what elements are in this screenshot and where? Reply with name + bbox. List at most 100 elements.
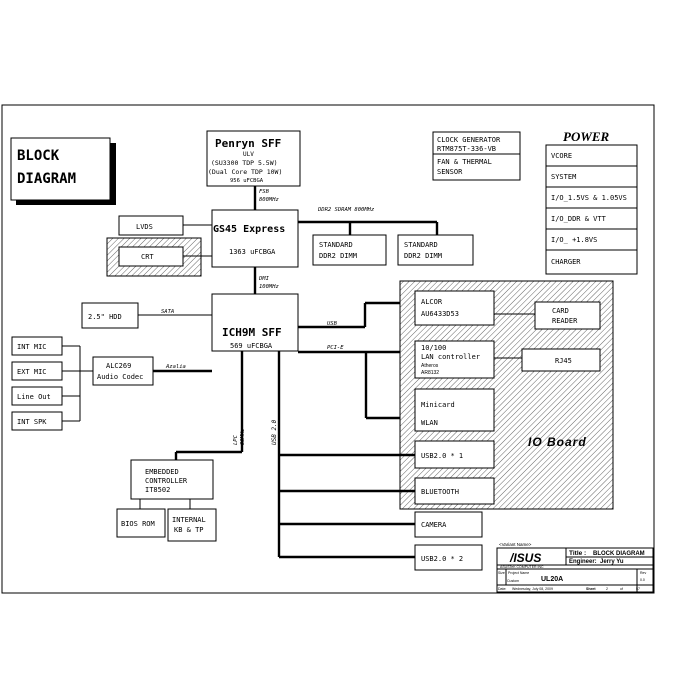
engineer-value: Jerry Yu [600, 559, 624, 565]
rj45-block: RJ45 [521, 348, 601, 372]
card-reader-line1: CARD [552, 307, 569, 315]
ddr-bus-label: DDR2 SDRAM 800MHz [317, 207, 375, 213]
ich-name: ICH9M SFF [222, 326, 282, 339]
title-label: Title : [569, 550, 586, 557]
hdd-label: 2.5" HDD [88, 313, 122, 321]
lpc-label-line2: 33MHz [240, 428, 246, 446]
embedded-controller-block: EMBEDDED CONTROLLER IT8502 [130, 459, 214, 500]
lan-line3: Atheros [421, 363, 439, 369]
sheet-value: 2 [606, 587, 608, 591]
date-value: Wednesday, July 08, 2009 [512, 587, 553, 591]
audio-port-int-mic: INT MIC [11, 336, 63, 356]
power-row-vcore: VCORE [551, 152, 572, 160]
audio-port-ext-mic-label: EXT MIC [17, 368, 47, 376]
card-reader-line2: READER [552, 317, 578, 325]
alcor-line1: ALCOR [421, 298, 443, 306]
gmch-name: GS45 Express [213, 224, 285, 235]
minicard-line1: Minicard [421, 401, 455, 409]
cpu-name: Penryn SFF [215, 137, 281, 150]
usb-1-block: USB2.0 * 1 [414, 440, 495, 469]
title-block: <Variant Name> /ISUS Title : BLOCK DIAGR… [496, 542, 654, 593]
power-title: POWER [563, 129, 610, 144]
crt-label: CRT [141, 253, 154, 261]
camera-label: CAMERA [421, 521, 447, 529]
internal-kb-block: INTERNAL KB & TP [167, 508, 217, 542]
size-value: Custom [507, 579, 519, 583]
of-label: of [620, 587, 623, 591]
gmch-block: GS45 Express 1363 uFCBGA [211, 209, 299, 268]
clock-line2: RTM875T-336-VB [437, 145, 496, 153]
company-name: ASUSTeK COMPUTER INC [500, 565, 544, 569]
diagram-title-line2: DIAGRAM [17, 171, 76, 187]
project-label: Project Name [508, 571, 529, 575]
usb-2-block: USB2.0 * 2 [414, 544, 483, 571]
lan-line1: 10/100 [421, 344, 446, 352]
camera-block: CAMERA [414, 511, 483, 538]
size-label: Size [498, 571, 505, 575]
codec-line2: Audio Codec [97, 373, 143, 381]
cpu-line3: (Dual Core TDP 10W) [208, 168, 282, 176]
minicard-line2: WLAN [421, 419, 438, 427]
azalia-label: Azalia [165, 364, 186, 370]
bluetooth-label: BLUETOOTH [421, 488, 459, 496]
date-label: Date: [498, 587, 506, 591]
usb-1-label: USB2.0 * 1 [421, 452, 463, 460]
clock-line1: CLOCK GENERATOR [437, 136, 501, 144]
dimm-1: STANDARD DDR2 DIMM [312, 234, 387, 266]
dimm-2: STANDARD DDR2 DIMM [397, 234, 474, 266]
lan-line2: LAN controller [421, 353, 480, 361]
ich-package: 569 uFCBGA [230, 342, 273, 350]
dimm-1-line1: STANDARD [319, 241, 353, 249]
usb-bus-label: USB [327, 321, 338, 327]
fan-line2: SENSOR [437, 168, 463, 176]
lvds-block: LVDS [118, 215, 184, 236]
audio-port-ext-mic: EXT MIC [11, 361, 63, 381]
cpu-block: Penryn SFF ULV (SU3300 TDP 5.5W) (Dual C… [206, 130, 301, 187]
rev-label: Rev [640, 571, 646, 575]
minicard-wlan-block: Minicard WLAN [414, 388, 495, 432]
io-board-label: IO Board [528, 435, 587, 449]
dimm-1-line2: DDR2 DIMM [319, 252, 357, 260]
project-value: UL20A [541, 576, 563, 583]
cpu-line2: (SU3300 TDP 5.5W) [211, 159, 278, 167]
clock-generator-block: CLOCK GENERATOR RTM875T-336-VB [432, 131, 521, 155]
audio-port-line-out-label: Line Out [17, 393, 51, 401]
page-border [1, 104, 655, 594]
hdd-block: 2.5" HDD [81, 302, 139, 329]
sata-label: SATA [161, 309, 174, 315]
audio-port-int-mic-label: INT MIC [17, 343, 47, 351]
audio-codec-block: ALC269 Audio Codec [92, 356, 154, 386]
bios-rom-label: BIOS ROM [121, 520, 155, 528]
of-value: 57 [636, 587, 640, 591]
kb-line1: INTERNAL [172, 516, 206, 524]
engineer-label: Engineer: [569, 559, 597, 565]
lan-block: 10/100 LAN controller Atheros AR8132 [414, 340, 495, 379]
lan-line4: AR8132 [421, 370, 439, 376]
usb20-vertical-label: USB 2.0 [271, 419, 278, 445]
fsb-label-line2: 800MHz [259, 197, 280, 203]
diagram-title-box: BLOCK DIAGRAM [10, 137, 116, 205]
cpu-line4: 956 uFCBGA [230, 178, 264, 184]
audio-port-int-spk: INT SPK [11, 411, 63, 431]
pcie-bus-label: PCI-E [327, 345, 344, 351]
audio-port-int-spk-label: INT SPK [17, 418, 47, 426]
dimm-2-line2: DDR2 DIMM [404, 252, 442, 260]
power-table: VCORE SYSTEM I/O_1.5VS & 1.05VS I/O_DDR … [545, 144, 638, 275]
crt-block: CRT [118, 246, 184, 267]
dimm-2-line1: STANDARD [404, 241, 438, 249]
power-row-io-18vs: I/O_ +1.8VS [551, 236, 597, 244]
alcor-block: ALCOR AU6433D53 [414, 290, 495, 326]
usb-2-label: USB2.0 * 2 [421, 555, 463, 563]
variant-name: <Variant Name> [499, 542, 532, 547]
alcor-line2: AU6433D53 [421, 310, 459, 318]
cpu-line1: ULV [243, 151, 254, 158]
audio-port-line-out: Line Out [11, 386, 63, 406]
codec-line1: ALC269 [106, 362, 131, 370]
rev-value: 0.0 [640, 578, 645, 582]
kb-line2: KB & TP [174, 526, 204, 534]
dmi-label-line1: DMI [258, 276, 270, 282]
gmch-package: 1363 uFCBGA [229, 248, 276, 256]
ec-line1: EMBEDDED [145, 468, 179, 476]
power-row-system: SYSTEM [551, 173, 576, 181]
